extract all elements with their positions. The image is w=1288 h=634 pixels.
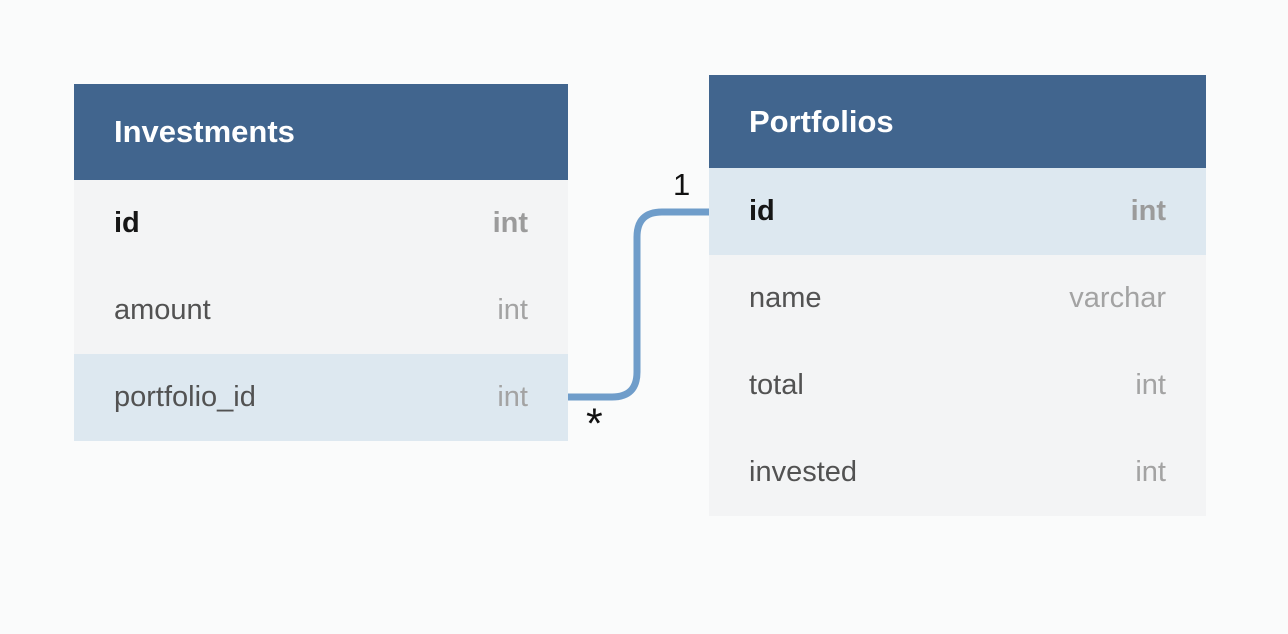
relationship-line[interactable] [568,208,712,401]
cardinality-one-label: 1 [673,167,691,202]
field-row-investments-amount[interactable]: amount int [74,267,568,354]
table-header-investments[interactable]: Investments [74,84,568,180]
table-investments[interactable]: Investments id int amount int portfolio_… [74,84,568,441]
table-portfolios[interactable]: Portfolios id int name varchar total int… [709,75,1206,516]
field-name: total [749,369,804,401]
field-name: portfolio_id [114,381,256,413]
table-title: Investments [114,114,295,149]
field-row-portfolios-name[interactable]: name varchar [709,255,1206,342]
field-type: int [497,294,528,326]
field-row-portfolios-total[interactable]: total int [709,342,1206,429]
table-title: Portfolios [749,103,894,139]
field-type: int [1135,456,1166,488]
field-name: name [749,282,822,314]
field-row-portfolios-invested[interactable]: invested int [709,429,1206,516]
field-type: varchar [1069,282,1166,314]
field-row-portfolios-id[interactable]: id int [709,168,1206,255]
table-header-portfolios[interactable]: Portfolios [709,75,1206,168]
field-name: amount [114,294,211,326]
field-type: int [1135,369,1166,401]
field-type: int [497,381,528,413]
field-type: int [492,207,528,239]
field-type: int [1130,195,1166,227]
field-name: id [114,207,140,239]
field-name: invested [749,456,858,488]
field-row-investments-portfolio-id[interactable]: portfolio_id int [74,354,568,441]
field-name: id [749,195,775,227]
cardinality-many-label: * [586,400,603,448]
field-row-investments-id[interactable]: id int [74,180,568,267]
